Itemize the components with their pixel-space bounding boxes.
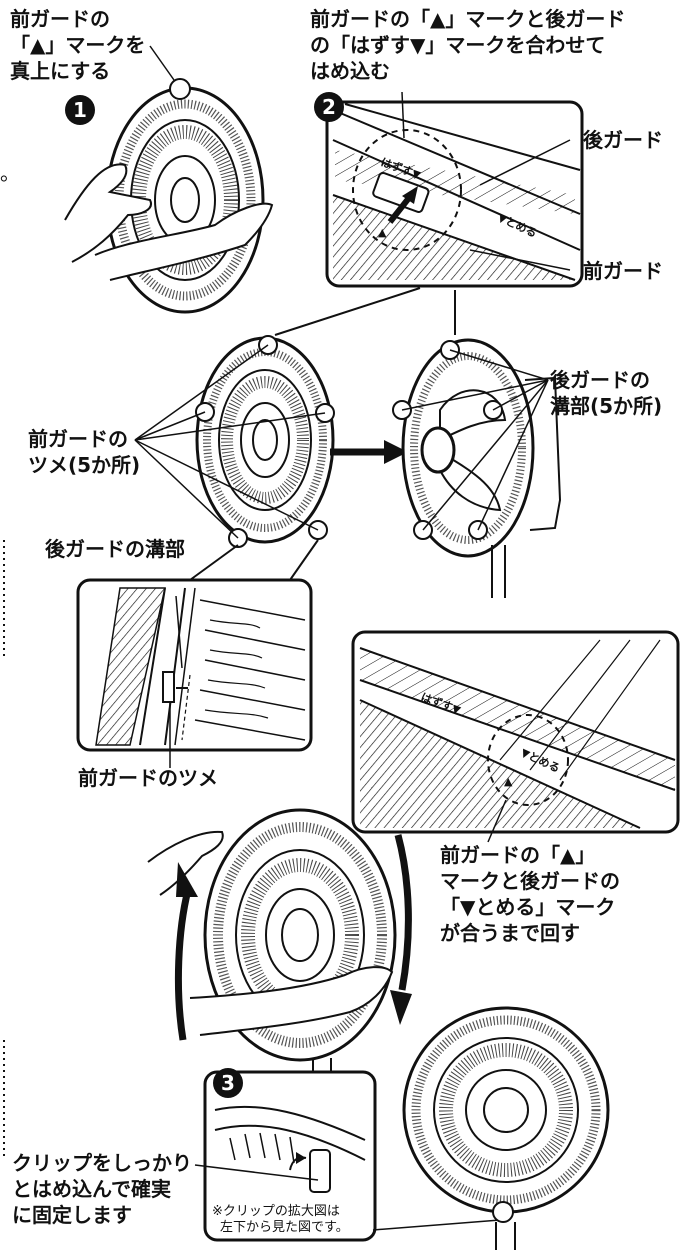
- clip-note: ※クリップの拡大図は 左下から見た図です。: [212, 1204, 349, 1235]
- tab-leader-lines: [134, 344, 326, 539]
- front-guard-middle: [195, 335, 335, 548]
- groove-leader-lines: [401, 349, 549, 531]
- stray-period: 。: [0, 161, 20, 185]
- zoom-box-step3: [203, 1070, 377, 1242]
- label-rear-groove-5: 後ガードの 溝部(5か所): [550, 368, 663, 418]
- label-front-tab-5: 前ガードの ツメ(5か所): [28, 427, 141, 477]
- push-arrow: [384, 440, 408, 464]
- rotate-arrow-up: [176, 862, 198, 897]
- triangle-mark-callout: [169, 78, 191, 100]
- zoom-box-tab: [76, 578, 313, 752]
- hands-step1: [64, 163, 274, 281]
- label-rotate-until-aligned: 前ガードの「▲」 マークと後ガードの 「▼とめる」マーク が合うまで回す: [440, 843, 620, 945]
- zoom-box-step2: はずす▼ ▼とめる ▲: [325, 100, 584, 288]
- zoom-box-rotate: はずす▼ ▼とめる ▲: [351, 630, 680, 834]
- step-1-badge: 1: [65, 95, 95, 125]
- triangle-mark: ▲: [378, 226, 387, 239]
- step-3-badge: 3: [213, 1068, 243, 1098]
- label-clip-instruction: クリップをしっかり とはめ込んで確実 に固定します: [12, 1151, 192, 1227]
- label-rear-groove: 後ガードの溝部: [45, 537, 185, 561]
- step-2-badge: 2: [314, 92, 344, 122]
- label-front-guard: 前ガード: [583, 259, 663, 283]
- rotate-arrow-down: [390, 990, 412, 1025]
- assembled-fan: [402, 1006, 610, 1250]
- label-align-marks: 前ガードの「▲」マークと後ガード の「はずす▼」マークを合わせて はめ込む: [310, 7, 626, 83]
- rear-guard-fan: [392, 338, 562, 598]
- label-triangle-up: 前ガードの 「▲」マークを 真上にする: [10, 7, 146, 83]
- triangle-mark-2: ▲: [504, 775, 513, 788]
- label-front-tab: 前ガードのツメ: [78, 766, 218, 790]
- label-rear-guard: 後ガード: [583, 128, 663, 152]
- front-guard-rotate: [203, 808, 397, 1094]
